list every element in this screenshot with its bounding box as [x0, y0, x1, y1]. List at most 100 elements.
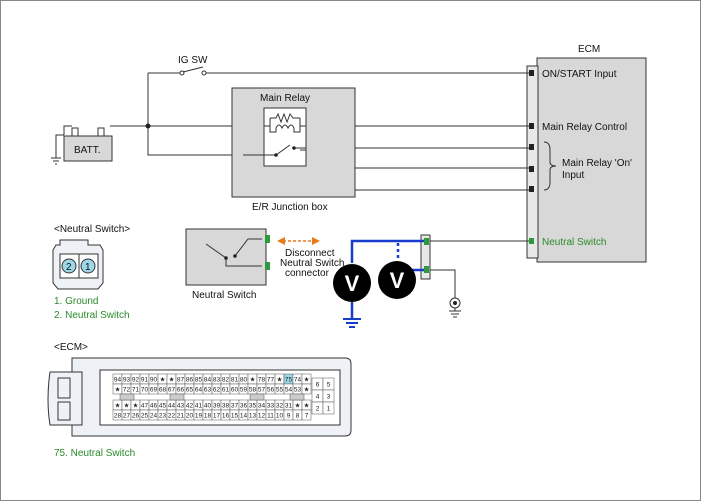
ecm-pin-label: 16	[222, 413, 230, 420]
ecm-pin-label: 10	[276, 413, 284, 420]
ecm-pin-label: 24	[150, 413, 158, 420]
ecm-pin-label: 35	[249, 403, 257, 410]
ecm-pin-label: 72	[123, 387, 131, 394]
ecm-connector-key	[289, 393, 305, 401]
neutral-switch-label: Neutral Switch	[192, 290, 256, 301]
ecm-side-pin-label: 1	[327, 406, 331, 413]
ecm-pin-label: 92	[132, 377, 140, 384]
ecm-pin-main-relay-control: Main Relay Control	[542, 122, 627, 133]
ecm-pin-label: 38	[222, 403, 230, 410]
ecm-pin-label: 93	[123, 377, 131, 384]
disconnect-line-3: connector	[285, 268, 330, 279]
ecm-pin-label: 45	[159, 403, 167, 410]
ecm-pin-label: 33	[267, 403, 275, 410]
ecm-brace	[543, 141, 557, 191]
ecm-pin-label: 55	[276, 387, 284, 394]
ecm-pin-label: 65	[186, 387, 194, 394]
ecm-pin-label: 71	[132, 387, 140, 394]
ecm-connector-body	[47, 357, 352, 437]
neutral-connector-pin-a: 2	[66, 262, 72, 273]
ecm-pin-label: 27	[123, 413, 131, 420]
main-relay-label: Main Relay	[260, 93, 310, 104]
neutral-switch-contact-a	[233, 254, 237, 258]
ecm-pin-label: 40	[204, 403, 212, 410]
ecm-pin-label: ★	[304, 402, 310, 410]
ecm-pin-label: ★	[304, 376, 310, 384]
ecm-pin-label: 18	[204, 413, 212, 420]
ecm-pin-label: 31	[285, 403, 293, 410]
ecm-pin-label: 17	[213, 413, 221, 420]
ecm-pin-label: ★	[250, 376, 256, 384]
ecm-pin-label: 91	[141, 377, 149, 384]
ecm-pin-label: 82	[222, 377, 230, 384]
ecm-connector-legend: 75. Neutral Switch	[54, 448, 135, 459]
relay-contact-pivot	[274, 153, 278, 157]
ecm-side-pin-label: 4	[316, 394, 320, 401]
junction-box-label: E/R Junction box	[252, 202, 328, 213]
voltmeter-1-icon	[333, 264, 371, 302]
ecm-pin-label: 75	[285, 377, 293, 384]
ecm-pin-label: 28	[114, 413, 122, 420]
neutral-connector-face	[52, 239, 104, 290]
ecm-pin-label: 69	[150, 387, 158, 394]
ecm-pin-label: 62	[213, 387, 221, 394]
ecm-pin-label: 14	[240, 413, 248, 420]
ecm-pin-label: 59	[240, 387, 248, 394]
neutral-connector-title: <Neutral Switch>	[54, 224, 130, 235]
ig-sw-label: IG SW	[178, 55, 208, 66]
ecm-pin-label: 43	[177, 403, 185, 410]
ecm-pin-label: 83	[213, 377, 221, 384]
ecm-pin-label: 46	[150, 403, 158, 410]
ecm-pin-label: 70	[141, 387, 149, 394]
neutral-connector-pin-b: 1	[85, 262, 91, 273]
ecm-pin-label: 58	[249, 387, 257, 394]
ecm-pin-on-start: ON/START Input	[542, 69, 617, 80]
ecm-side-pin-label: 5	[327, 382, 331, 389]
ecm-pin-label: 8	[296, 413, 300, 420]
ecm-pin-label: 47	[141, 403, 149, 410]
ecm-pin-label: 21	[177, 413, 185, 420]
voltmeter-2-label: V	[390, 268, 405, 293]
ecm-pin-label: 86	[186, 377, 194, 384]
ecm-pin-label: 60	[231, 387, 239, 394]
battery-box	[63, 135, 113, 162]
ecm-pin-label: 42	[186, 403, 194, 410]
ecm-pin-label: 61	[222, 387, 230, 394]
ecm-pin-label: 23	[159, 413, 167, 420]
ecm-connector-title: <ECM>	[54, 342, 88, 353]
neutral-legend-2: 2. Neutral Switch	[54, 310, 130, 321]
ig-switch-icon	[179, 66, 207, 76]
disconnect-line-1: Disconnect	[285, 248, 335, 259]
ecm-pin-label: ★	[115, 402, 121, 410]
ecm-pin-label: 74	[294, 377, 302, 384]
ecm-pin-label: 7	[305, 413, 309, 420]
ecm-pin-label: 44	[168, 403, 176, 410]
ecm-pin-label: 39	[213, 403, 221, 410]
ecm-pin-label: 66	[177, 387, 185, 394]
ecm-pin-label: 32	[276, 403, 284, 410]
ecm-side-pin-label: 2	[316, 406, 320, 413]
ecm-pin-label: 9	[287, 413, 291, 420]
ecm-connector-key	[249, 393, 265, 401]
battery-neg-terminal	[71, 127, 79, 137]
neutral-switch-contact-b	[224, 256, 228, 260]
ecm-pin-label: 56	[267, 387, 275, 394]
ecm-pin-label: ★	[160, 376, 166, 384]
voltmeter-2-icon	[378, 261, 416, 299]
ecm-pin-label: 78	[258, 377, 266, 384]
harness-connector	[420, 234, 431, 280]
disconnect-line-2: Neutral Switch	[280, 258, 344, 269]
ecm-pin-label: 57	[258, 387, 266, 394]
ecm-pin-label: 54	[285, 387, 293, 394]
ecm-pin-label: 84	[204, 377, 212, 384]
neutral-switch-pin-2	[265, 235, 270, 243]
ecm-pin-label: ★	[115, 386, 121, 394]
ecm-pin-label: 12	[258, 413, 266, 420]
voltmeter-1-label: V	[345, 271, 360, 296]
ecm-pin-label: 34	[258, 403, 266, 410]
ecm-pin-cell	[301, 409, 312, 421]
ecm-pin-label: 19	[195, 413, 203, 420]
neutral-switch-pin-1	[265, 262, 270, 270]
